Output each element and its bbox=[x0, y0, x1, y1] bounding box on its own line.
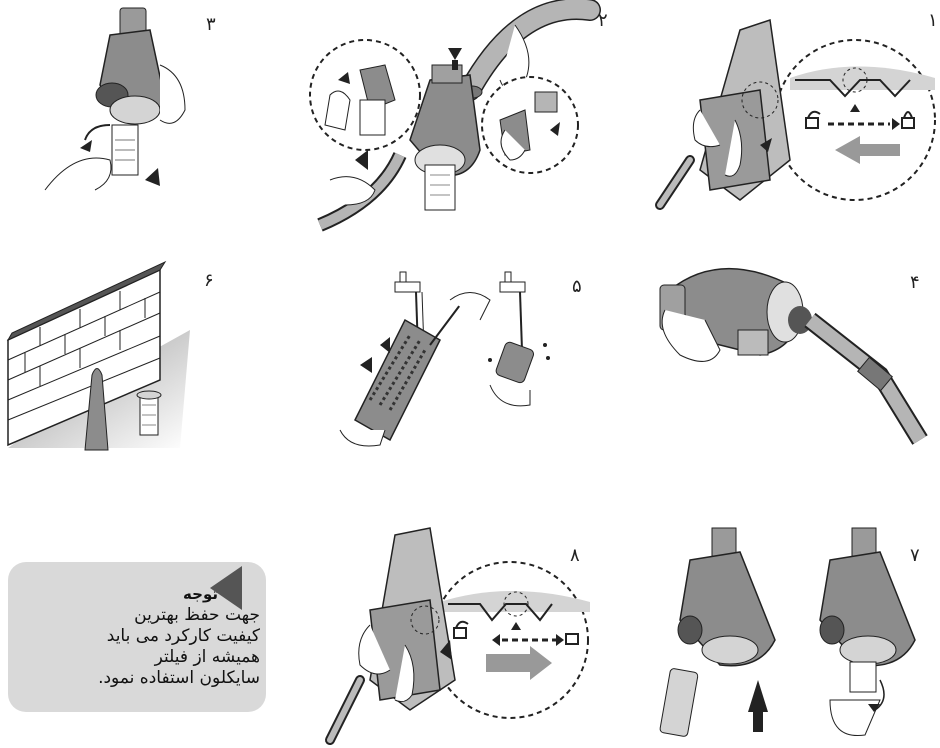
step-number-8: ٨ bbox=[570, 545, 580, 566]
step-number-4: ۴ bbox=[910, 272, 920, 293]
note-line-1: جهت حفظ بهترین bbox=[134, 605, 260, 625]
note-tab-marker bbox=[210, 566, 242, 610]
step-number-6: ۶ bbox=[204, 270, 214, 291]
note-box: توجه جهت حفظ بهترین کیفیت کارکرد می باید… bbox=[8, 562, 266, 712]
note-line-2: کیفیت کارکرد می باید bbox=[106, 626, 260, 646]
note-title: توجه bbox=[183, 585, 218, 603]
note-body: توجه جهت حفظ بهترین کیفیت کارکرد می باید… bbox=[22, 584, 260, 689]
step-number-3: ٣ bbox=[206, 14, 216, 35]
step-number-5: ۵ bbox=[572, 276, 582, 297]
step-number-2: ٢ bbox=[598, 10, 608, 31]
step-number-1: ١ bbox=[928, 10, 938, 31]
step-number-7: ٧ bbox=[910, 545, 920, 566]
note-line-4: سایکلون استفاده نمود. bbox=[98, 668, 260, 688]
note-line-3: همیشه از فیلتر bbox=[154, 647, 260, 667]
